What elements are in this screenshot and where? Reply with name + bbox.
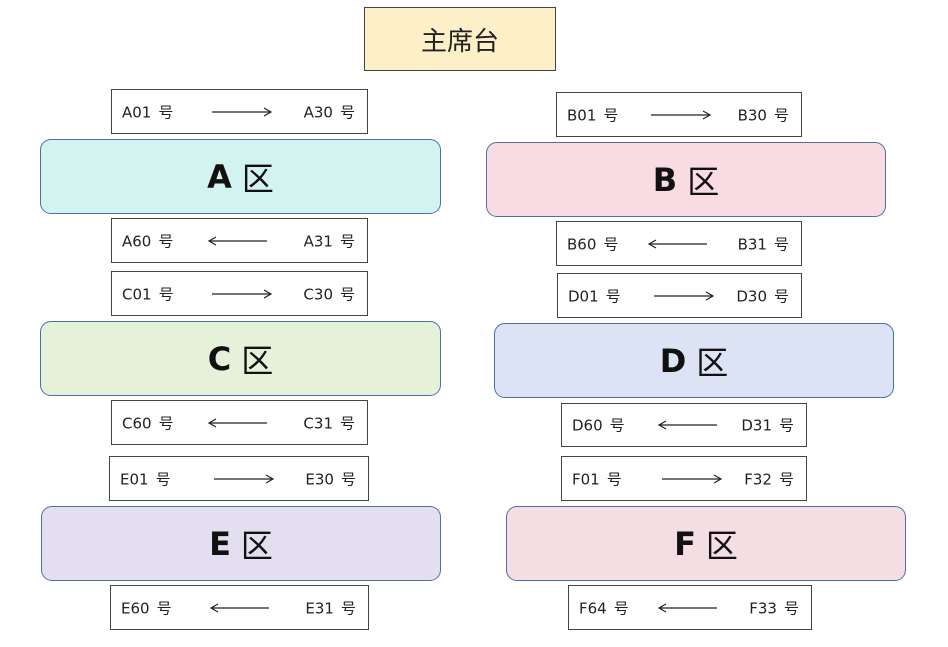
seat-start-label: B01	[567, 106, 597, 124]
seat-start-label: C01	[122, 285, 152, 303]
seat-end-label: F32	[744, 470, 772, 488]
zone-suffix: 区	[241, 341, 274, 380]
seat-end-label: E30	[305, 470, 334, 488]
seat-end-label: B31	[737, 235, 767, 253]
seat-end-label: B30	[737, 106, 767, 124]
arrow-right-icon	[214, 473, 275, 484]
arrow-left-icon	[657, 420, 717, 430]
seat-start-label: C60	[122, 414, 152, 432]
seat-start-label: F64	[579, 599, 607, 617]
arrow-right-icon	[662, 473, 723, 484]
arrow-right-icon	[654, 290, 715, 301]
seat-start-label: D60	[572, 416, 603, 435]
arrow-left-icon	[209, 602, 269, 613]
seat-end-label: E31	[305, 599, 334, 617]
zone-suffix: 区	[696, 343, 729, 382]
seat-start-label: F01	[572, 470, 600, 488]
seat-start-label: B60	[567, 235, 597, 253]
zone-suffix: 区	[241, 159, 274, 198]
seat-end-label: C31	[303, 414, 333, 432]
seat-end-label: D31	[741, 416, 772, 435]
arrow-left-icon	[647, 238, 707, 249]
zone-suffix: 区	[705, 526, 738, 565]
seat-start-label: D01	[568, 287, 599, 305]
stage-box: 主席台	[364, 7, 556, 71]
seat-end-label: D30	[736, 287, 767, 305]
zone-letter: E	[209, 524, 231, 563]
arrow-right-icon	[212, 106, 273, 117]
zone-letter: D	[659, 341, 687, 380]
zone-letter: B	[652, 160, 678, 199]
arrow-left-icon	[657, 602, 717, 613]
zone-suffix: 区	[240, 526, 273, 565]
zone-letter: A	[207, 157, 232, 196]
zone-letter: C	[207, 339, 232, 378]
seat-start-label: A60	[122, 232, 152, 250]
seat-end-label: A31	[303, 232, 333, 250]
seat-start-label: E60	[121, 599, 150, 617]
seat-end-label: F33	[749, 599, 777, 617]
arrow-left-icon	[207, 417, 267, 428]
zone-suffix: 区	[687, 162, 720, 201]
stage-label: 主席台	[420, 26, 499, 57]
arrow-left-icon	[207, 235, 267, 246]
seat-end-label: C30	[303, 285, 333, 303]
seat-start-label: E01	[120, 470, 149, 488]
zone-letter: F	[674, 524, 696, 563]
arrow-right-icon	[651, 109, 712, 120]
seat-end-label: A30	[303, 103, 333, 121]
seat-start-label: A01	[122, 103, 152, 121]
arrow-right-icon	[212, 288, 273, 299]
